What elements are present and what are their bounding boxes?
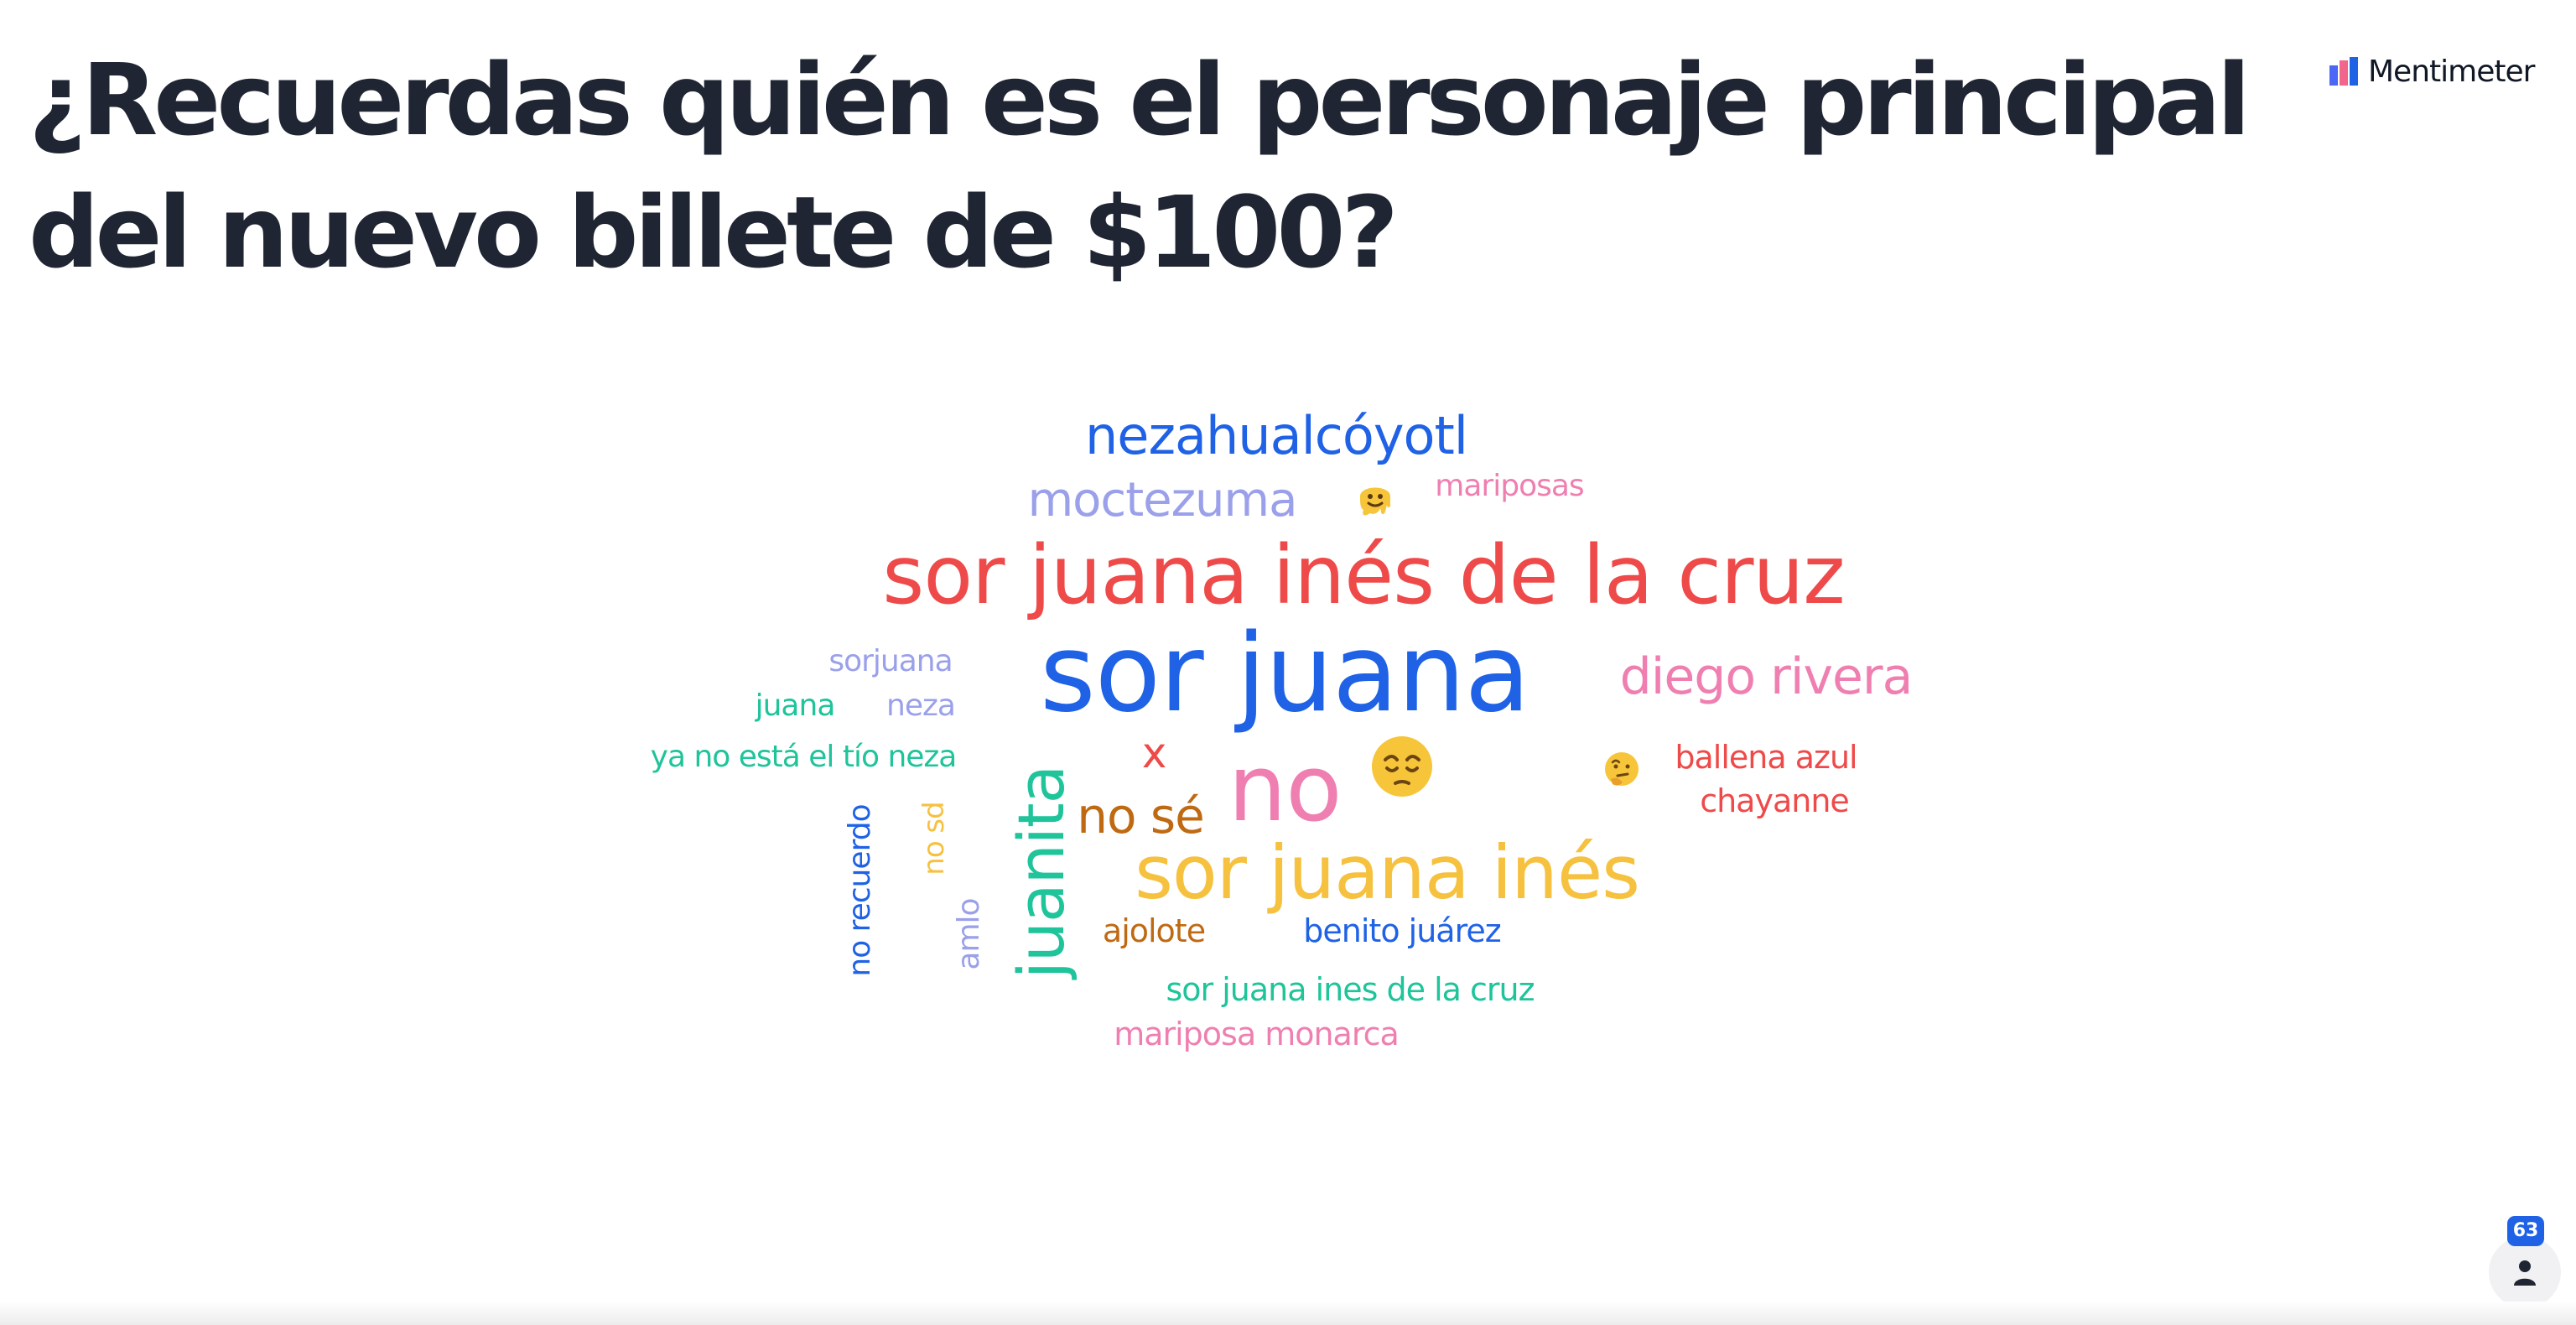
word-cloud-item: sorjuana (828, 644, 953, 678)
mentimeter-logo: Mentimeter (2329, 52, 2535, 91)
word-cloud-item: chayanne (1700, 782, 1850, 819)
word-cloud-item: ajolote (1102, 912, 1206, 949)
word-cloud-item: x (1141, 729, 1167, 777)
brand-name: Mentimeter (2368, 54, 2535, 89)
participants-button[interactable] (2489, 1236, 2561, 1308)
word-cloud-item: moctezuma (1027, 473, 1298, 527)
mentimeter-logo-icon (2329, 57, 2358, 86)
word-cloud-item: no sd (917, 802, 951, 876)
word-cloud-item: sor juana inés de la cruz (882, 528, 1845, 622)
word-cloud-item: mariposa monarca (1114, 1016, 1400, 1052)
word-cloud-item: ya no está el tío neza (650, 740, 958, 774)
thinking-face-icon (1605, 752, 1639, 786)
word-cloud-item: benito juárez (1303, 912, 1501, 949)
word-cloud-item: mariposas (1435, 469, 1584, 503)
word-cloud-item: no sé (1077, 787, 1205, 844)
page-title: ¿Recuerdas quién es el personaje princip… (29, 42, 2251, 290)
word-cloud-item: diego rivera (1619, 647, 1914, 706)
word-cloud-item: sor juana (1040, 611, 1530, 736)
word-cloud-item: amlo (952, 898, 986, 970)
word-cloud-item: juanita (1004, 765, 1078, 979)
word-cloud-item: no recuerdo (843, 804, 877, 977)
word-cloud-item: no (1228, 735, 1342, 842)
melting-face-icon (1360, 487, 1390, 516)
participant-count-badge: 63 (2507, 1216, 2544, 1246)
word-cloud-item: ballena azul (1675, 739, 1857, 776)
word-cloud-item: neza (886, 688, 956, 723)
word-cloud-item: juana (755, 688, 836, 723)
word-cloud-item: nezahualcóyotl (1085, 405, 1468, 466)
word-cloud-item: sor juana inés (1135, 829, 1640, 916)
person-icon (2514, 1260, 2536, 1286)
pensive-face-icon (1372, 736, 1432, 797)
word-cloud-item: sor juana ines de la cruz (1166, 971, 1535, 1008)
bottom-edge (0, 1302, 2576, 1325)
